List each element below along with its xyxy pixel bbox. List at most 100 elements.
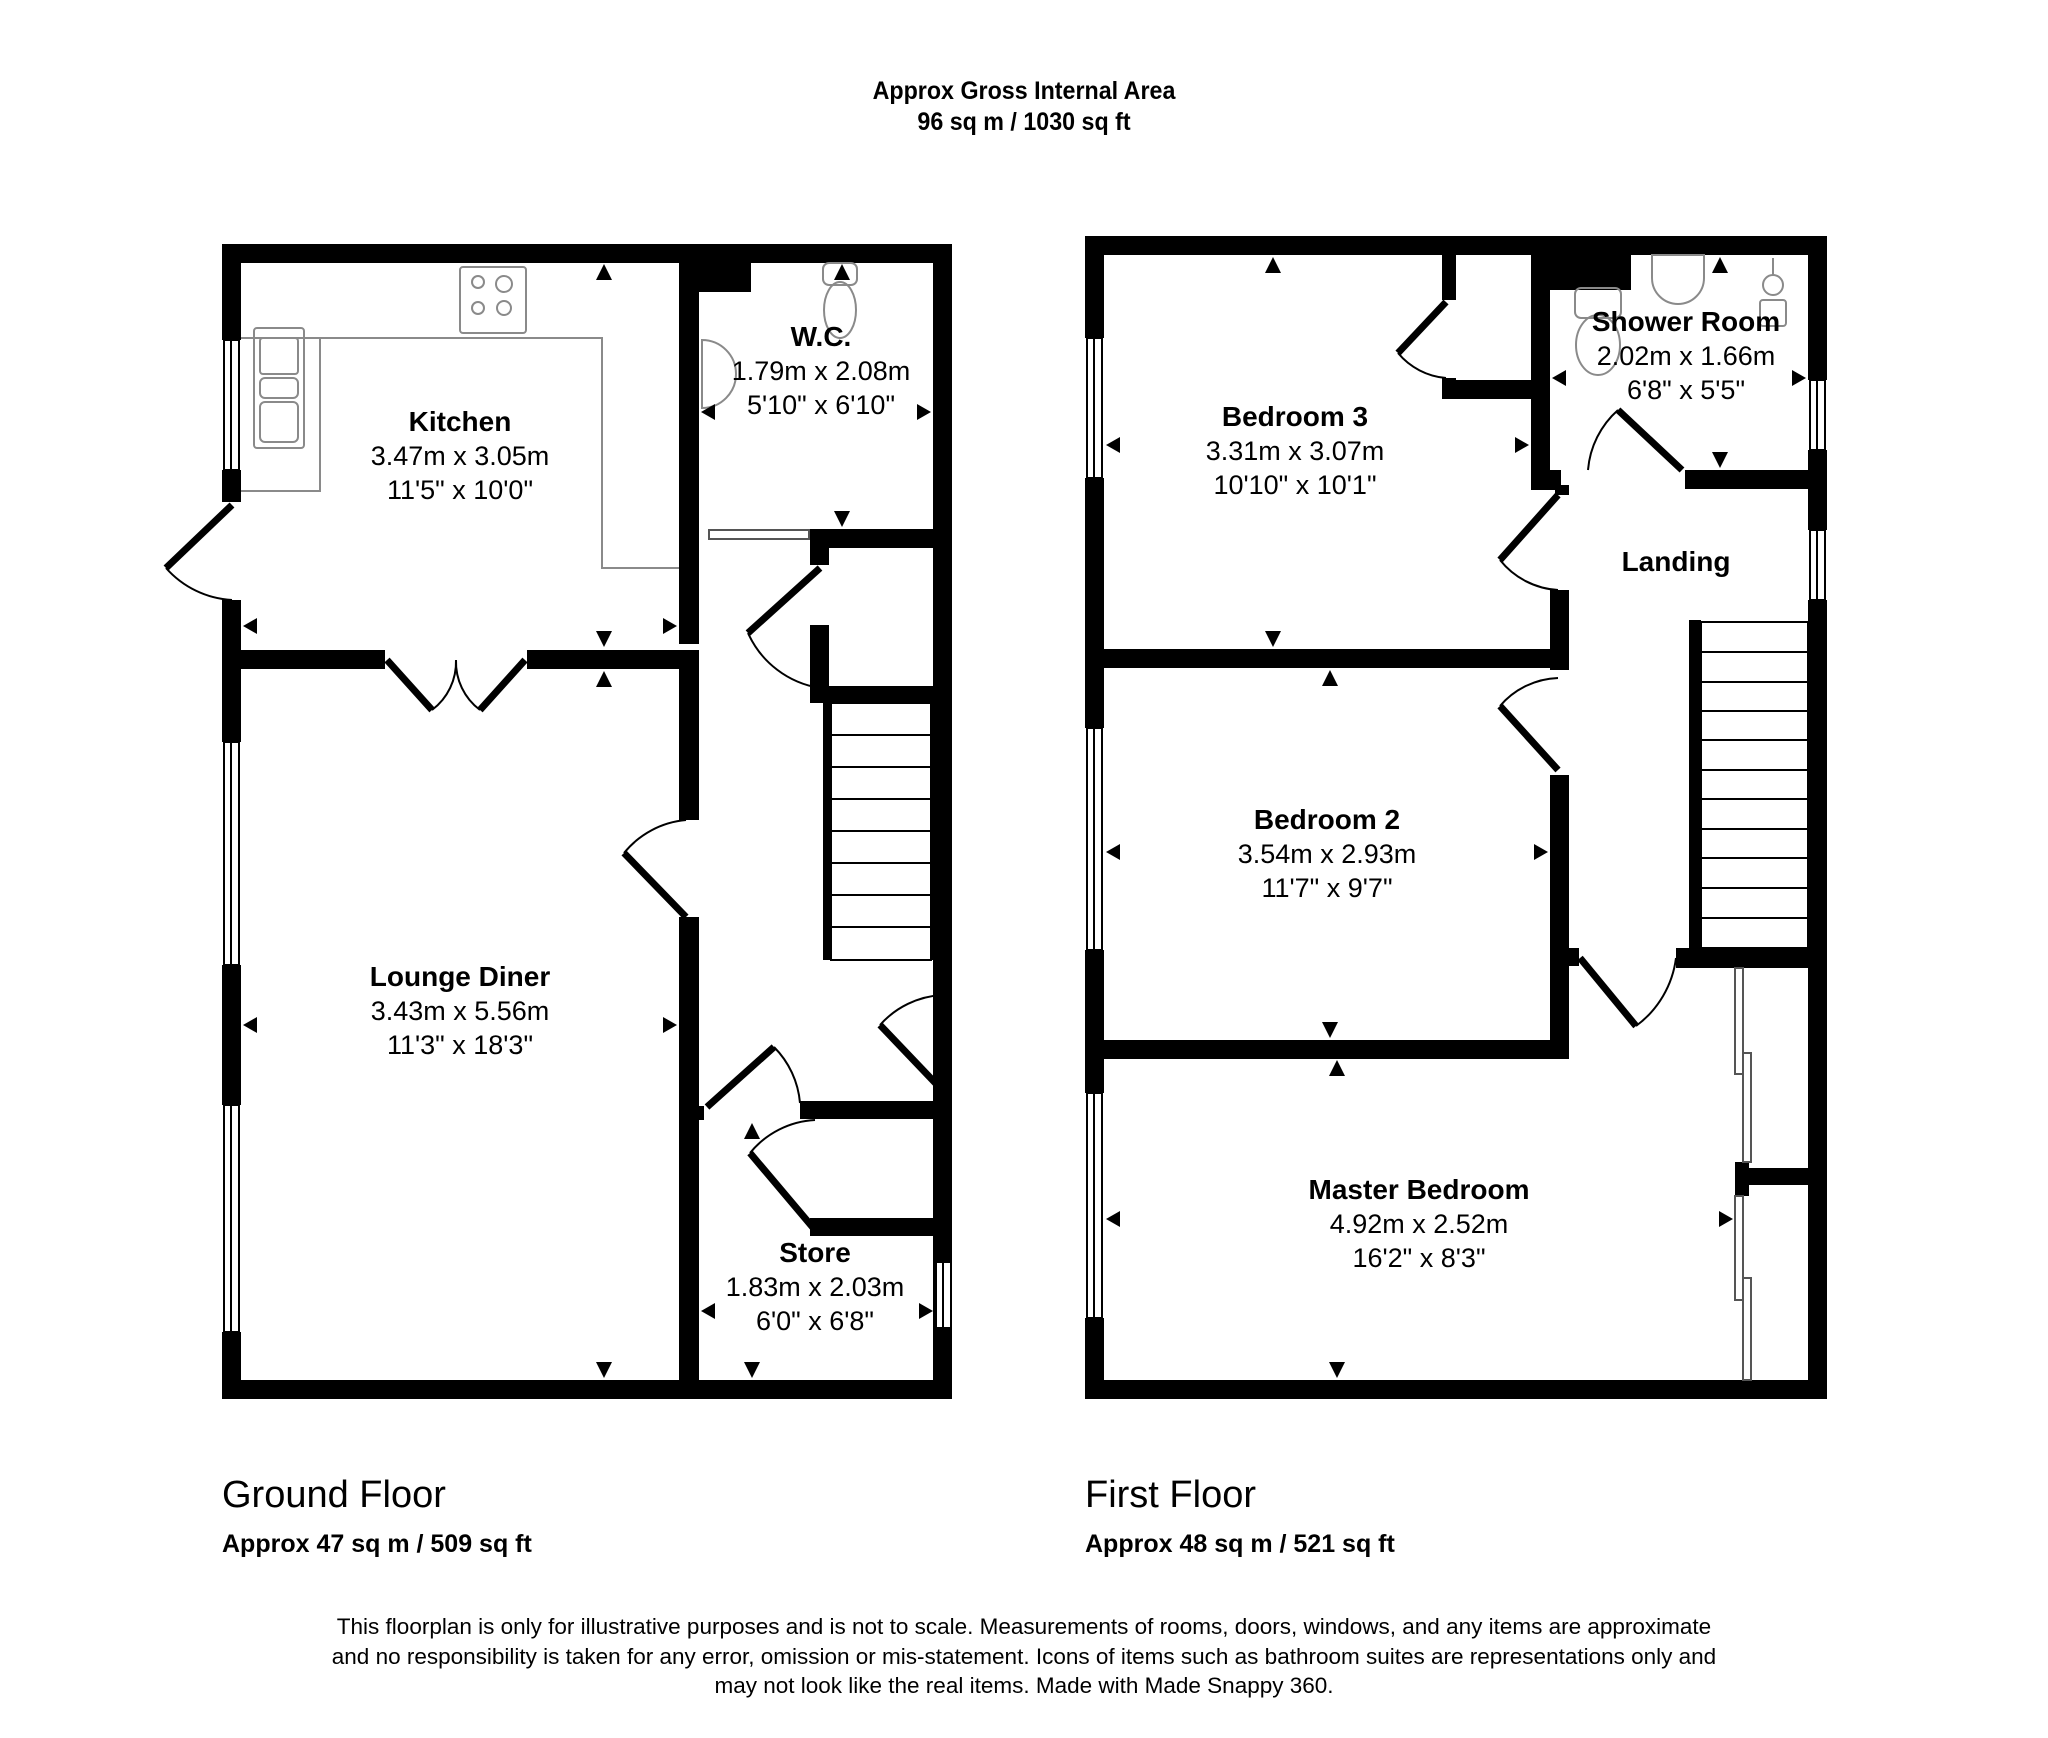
room-dimensions-imperial: 6'0" x 6'8" (755, 1306, 875, 1336)
room-name: Bedroom 2 (1253, 804, 1401, 835)
door-swing-icon (1577, 955, 1639, 1029)
dimension-arrow-icon (701, 404, 715, 420)
disclaimer-line-2: and no responsibility is taken for any e… (331, 1643, 1717, 1669)
floor-area: Approx 48 sq m / 521 sq ft (1085, 1530, 1395, 1558)
dimension-arrow-icon (663, 618, 677, 634)
toilet-icon (822, 262, 858, 286)
disclaimer: This floorplan is only for illustrative … (0, 1612, 2048, 1701)
dimension-arrow-icon (1552, 370, 1566, 386)
room-label-master-bedroom: Master Bedroom 4.92m x 2.52m 16'2" x 8'3… (1309, 1173, 1530, 1275)
floor-area: Approx 47 sq m / 509 sq ft (222, 1530, 532, 1558)
dimension-arrow-icon (596, 264, 612, 280)
dimension-arrow-icon (834, 511, 850, 527)
room-label-shower-room: Shower Room 2.02m x 1.66m 6'8" x 5'5" (1592, 305, 1780, 407)
door-swing-icon (1395, 299, 1449, 356)
room-label-bedroom-2: Bedroom 2 3.54m x 2.93m 11'7" x 9'7" (1238, 803, 1417, 905)
dimension-arrow-icon (1106, 437, 1120, 453)
ground-floor-windows (223, 339, 952, 1333)
dimension-arrow-icon (1322, 670, 1338, 686)
room-dimensions-metric: 1.83m x 2.03m (725, 1272, 905, 1302)
dimension-arrow-icon (744, 1362, 760, 1378)
dimension-arrow-icon (1322, 1022, 1338, 1038)
door-swing-icon (477, 657, 528, 713)
dimension-arrow-icon (243, 1017, 257, 1033)
room-dimensions-metric: 2.02m x 1.66m (1596, 341, 1776, 371)
room-dimensions-metric: 3.31m x 3.07m (1205, 436, 1385, 466)
dimension-arrow-icon (1712, 257, 1728, 273)
dimension-arrow-icon (1712, 452, 1728, 468)
dimension-arrow-icon (596, 671, 612, 687)
hob-icon (459, 266, 527, 334)
dimension-arrow-icon (744, 1123, 760, 1139)
room-dimensions-metric: 3.43m x 5.56m (370, 996, 550, 1026)
room-dimensions-imperial: 11'7" x 9'7" (1261, 873, 1393, 903)
title-line-1: Approx Gross Internal Area (872, 77, 1176, 105)
gross-internal-area-title: Approx Gross Internal Area 96 sq m / 103… (72, 76, 1977, 138)
dimension-arrow-icon (1329, 1362, 1345, 1378)
dimension-arrow-icon (1792, 370, 1806, 386)
first-floor-windows (1086, 337, 1826, 1319)
room-label-wc: W.C. 1.79m x 2.08m 5'10" x 6'10" (732, 320, 911, 422)
kitchen-fixtures (241, 266, 679, 569)
ground-floor-caption: Ground Floor Approx 47 sq m / 509 sq ft (222, 1473, 532, 1559)
dimension-arrow-icon (1265, 257, 1281, 273)
door-swing-icon (163, 502, 235, 571)
door-swing-icon (1497, 492, 1561, 563)
room-dimensions-imperial: 5'10" x 6'10" (746, 390, 896, 420)
room-name: W.C. (790, 321, 852, 352)
door-swing-icon (745, 565, 823, 636)
ground-floor-stairs-icon (830, 702, 932, 961)
floor-name: First Floor (1085, 1474, 1256, 1516)
room-label-lounge-diner: Lounge Diner 3.43m x 5.56m 11'3" x 18'3" (370, 960, 550, 1062)
toilet-icon (1574, 287, 1622, 319)
room-name: Lounge Diner (369, 961, 551, 992)
sink-icon (253, 327, 305, 449)
room-label-kitchen: Kitchen 3.47m x 3.05m 11'5" x 10'0" (371, 405, 550, 507)
room-name: Kitchen (408, 406, 512, 437)
room-name: Master Bedroom (1308, 1174, 1530, 1205)
room-name: Shower Room (1591, 306, 1781, 337)
dimension-arrow-icon (917, 404, 931, 420)
dimension-arrow-icon (1265, 631, 1281, 647)
floor-name: Ground Floor (222, 1474, 446, 1516)
dimension-arrow-icon (663, 1017, 677, 1033)
dimension-arrows (243, 257, 1806, 1378)
door-swing-icon (1615, 407, 1685, 473)
disclaimer-line-1: This floorplan is only for illustrative … (336, 1614, 1712, 1639)
dimension-arrow-icon (701, 1303, 715, 1319)
room-dimensions-imperial: 6'8" x 5'5" (1626, 375, 1746, 405)
dimension-arrow-icon (1534, 844, 1548, 860)
door-swing-icon (621, 850, 689, 920)
first-floor-stairs-icon (1700, 621, 1809, 949)
first-floor-caption: First Floor Approx 48 sq m / 521 sq ft (1085, 1473, 1395, 1559)
shower-icon (1762, 274, 1784, 296)
dimension-arrow-icon (1329, 1060, 1345, 1076)
door-swing-icon (704, 1044, 777, 1110)
dimension-arrow-icon (1719, 1211, 1733, 1227)
door-swing-icon (747, 1150, 818, 1233)
door-swing-icon (384, 657, 435, 713)
room-dimensions-imperial: 16'2" x 8'3" (1352, 1243, 1486, 1273)
room-dimensions-imperial: 11'5" x 10'0" (386, 475, 534, 505)
ground-floor-doors (163, 502, 945, 1233)
dimension-arrow-icon (1515, 437, 1529, 453)
first-floor-plan (1085, 236, 1827, 1399)
dimension-arrow-icon (596, 631, 612, 647)
shower-room-fixtures (1574, 254, 1787, 376)
dimension-arrow-icon (596, 1362, 612, 1378)
dimension-arrow-icon (834, 264, 850, 280)
door-swing-icon (1497, 703, 1561, 773)
first-floor-doors (1395, 299, 1685, 1029)
dimension-arrow-icon (1106, 1211, 1120, 1227)
wardrobe-sliding-doors (1734, 967, 1752, 1381)
room-dimensions-metric: 3.47m x 3.05m (370, 441, 550, 471)
room-label-store: Store 1.83m x 2.03m 6'0" x 6'8" (726, 1236, 905, 1338)
room-name: Landing (1621, 546, 1731, 577)
room-name: Store (779, 1237, 851, 1268)
room-name: Bedroom 3 (1221, 401, 1369, 432)
basin-icon (1651, 254, 1705, 305)
dimension-arrow-icon (243, 618, 257, 634)
room-label-bedroom-3: Bedroom 3 3.31m x 3.07m 10'10" x 10'1" (1206, 400, 1385, 502)
room-dimensions-metric: 1.79m x 2.08m (731, 356, 911, 386)
